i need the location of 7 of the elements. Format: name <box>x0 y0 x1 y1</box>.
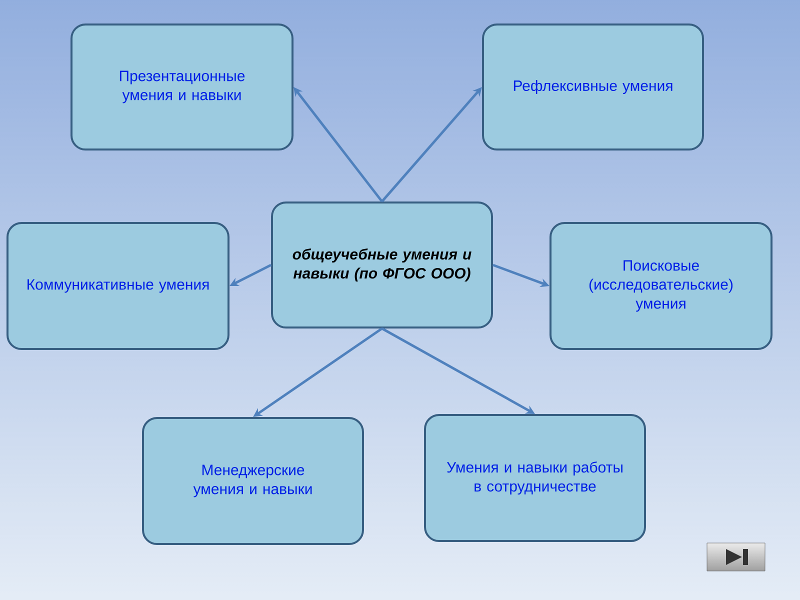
skill-box: Презентационные умения и навыки <box>70 24 294 150</box>
skill-box: Менеджерские умения и навыки <box>142 417 364 545</box>
skill-box: Поисковые (исследовательские) умения <box>550 222 772 350</box>
skill-box: Рефлексивные умения <box>482 24 704 150</box>
skill-box: Умения и навыки работы в сотрудничестве <box>424 414 646 542</box>
central-box: общеучебные умения и навыки (по ФГОС ООО) <box>271 202 493 328</box>
skill-box: Коммуникативные умения <box>6 222 230 350</box>
